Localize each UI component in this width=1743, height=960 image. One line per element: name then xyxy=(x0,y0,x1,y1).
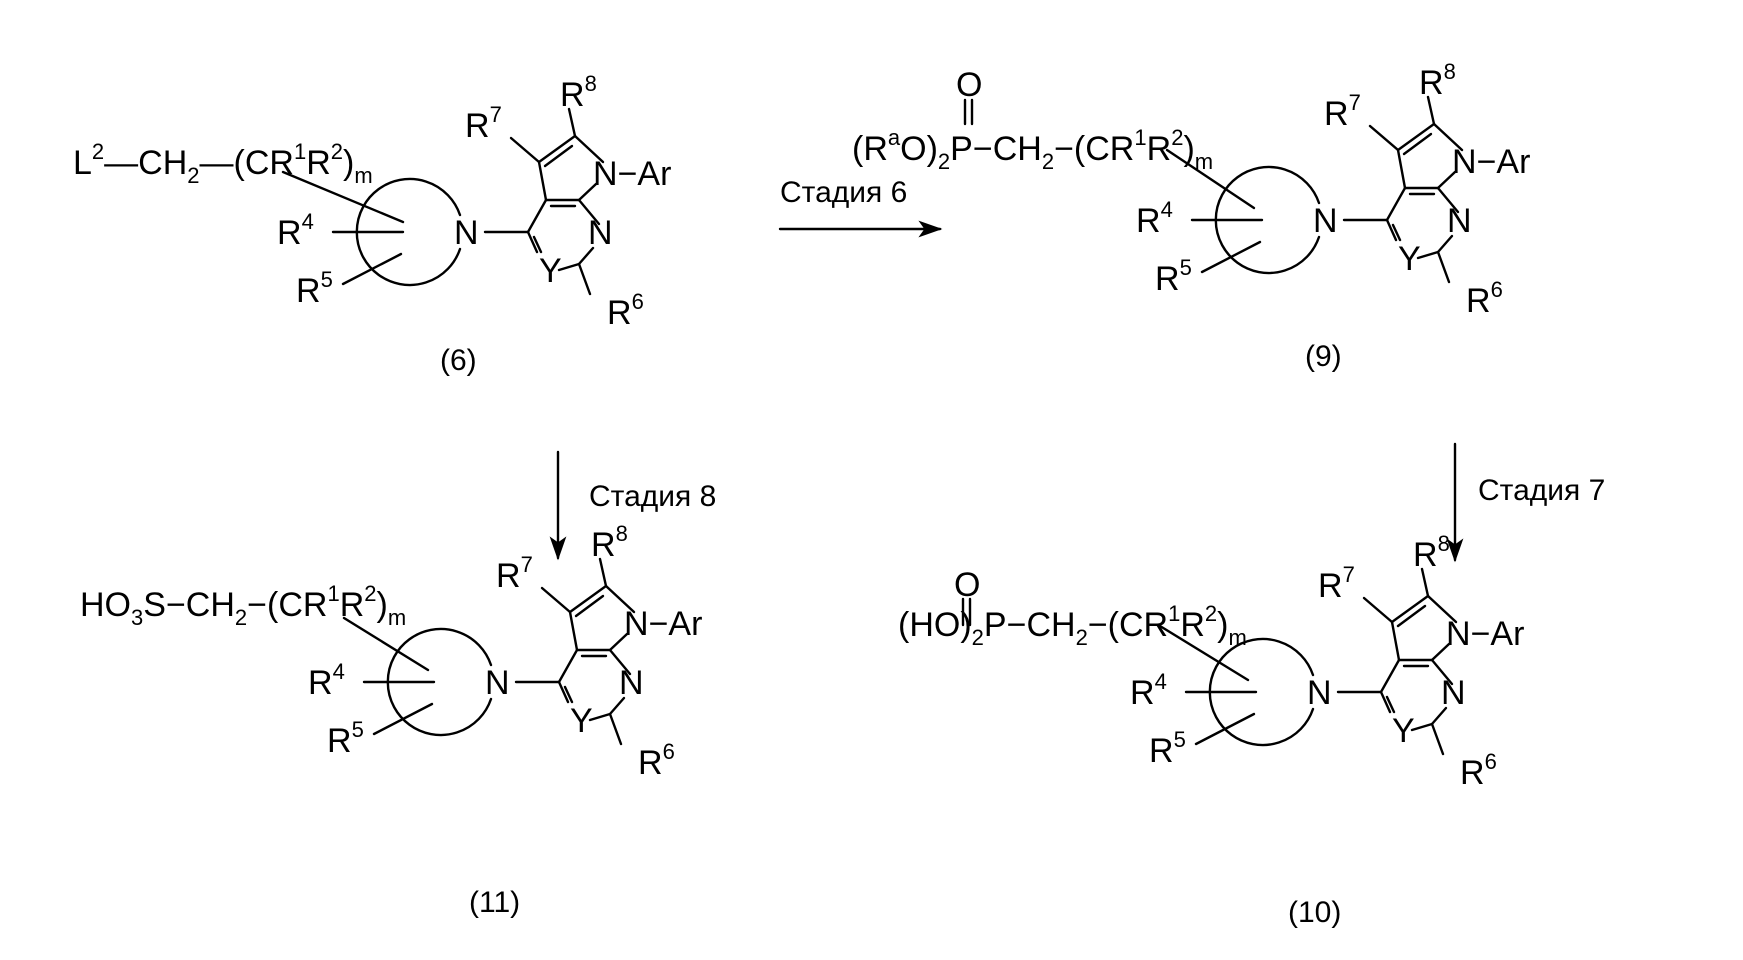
r6-substituent: R6 xyxy=(638,739,675,782)
arrow-stage-8: Стадия 8 xyxy=(558,452,716,558)
stage-8-label: Стадия 8 xyxy=(589,480,716,513)
compound-11: N N−Ar N Y R7 R8 R6 R4 R5 HO3S−CH2−(CR1R… xyxy=(80,521,702,919)
ring-nitrogen: N xyxy=(485,664,510,702)
side-chain-10: (HO)2P−CH2−(CR1R2)m xyxy=(898,601,1247,650)
side-chain-6: L2—CH2—(CR1R2)m xyxy=(73,139,373,188)
r7-substituent: R7 xyxy=(1318,562,1355,605)
y-atom: Y xyxy=(539,252,562,290)
r4-substituent: R4 xyxy=(1136,197,1173,240)
r4-substituent: R4 xyxy=(1130,669,1167,712)
r4-substituent: R4 xyxy=(308,659,345,702)
ring-nitrogen: N xyxy=(1313,202,1338,240)
r6-substituent: R6 xyxy=(1466,277,1503,320)
y-atom: Y xyxy=(1398,240,1421,278)
pyrimidine-nitrogen: N xyxy=(588,214,613,252)
phosphoryl-oxygen: O xyxy=(956,66,982,104)
r8-substituent: R8 xyxy=(560,71,597,114)
r8-substituent: R8 xyxy=(1413,531,1450,574)
stage-7-label: Стадия 7 xyxy=(1478,474,1605,507)
pyrrole-nitrogen: N−Ar xyxy=(1446,615,1524,653)
compound-label-11: (11) xyxy=(469,886,520,919)
compound-10: N N−Ar N Y R7 R8 R6 R4 R5 O (HO)2P−CH2−(… xyxy=(898,531,1524,929)
pyrrole-nitrogen: N−Ar xyxy=(593,155,671,193)
pyrimidine-nitrogen: N xyxy=(619,664,644,702)
y-atom: Y xyxy=(570,702,593,740)
r7-substituent: R7 xyxy=(465,102,502,145)
stage-6-label: Стадия 6 xyxy=(780,176,907,209)
y-atom: Y xyxy=(1392,712,1415,750)
r8-substituent: R8 xyxy=(1419,59,1456,102)
compound-9: N N−Ar N Y R7 R8 R6 R4 R5 O (RaO)2P−CH2−… xyxy=(852,59,1530,373)
r7-substituent: R7 xyxy=(496,552,533,595)
pyrimidine-nitrogen: N xyxy=(1447,202,1472,240)
side-chain-9: (RaO)2P−CH2−(CR1R2)m xyxy=(852,125,1213,174)
phosphoryl-oxygen: O xyxy=(954,566,980,604)
pyrimidine-nitrogen: N xyxy=(1441,674,1466,712)
arrow-stage-6: Стадия 6 xyxy=(780,176,940,229)
r8-substituent: R8 xyxy=(591,521,628,564)
compound-label-9: (9) xyxy=(1305,340,1342,373)
pyrrole-nitrogen: N−Ar xyxy=(624,605,702,643)
r5-substituent: R5 xyxy=(296,267,333,310)
compound-6: N N−Ar N Y R7 R8 R6 R4 R5 L2—CH2—(CR1R2)… xyxy=(73,71,671,377)
ring-nitrogen: N xyxy=(1307,674,1332,712)
r5-substituent: R5 xyxy=(327,717,364,760)
compound-label-10: (10) xyxy=(1288,896,1341,929)
r7-substituent: R7 xyxy=(1324,90,1361,133)
ring-nitrogen: N xyxy=(454,214,479,252)
r4-substituent: R4 xyxy=(277,209,314,252)
pyrrole-nitrogen: N−Ar xyxy=(1452,143,1530,181)
compound-label-6: (6) xyxy=(440,344,477,377)
arrow-stage-7: Стадия 7 xyxy=(1455,444,1605,560)
side-chain-11: HO3S−CH2−(CR1R2)m xyxy=(80,581,406,630)
r6-substituent: R6 xyxy=(607,289,644,332)
r5-substituent: R5 xyxy=(1155,255,1192,298)
r6-substituent: R6 xyxy=(1460,749,1497,792)
r5-substituent: R5 xyxy=(1149,727,1186,770)
